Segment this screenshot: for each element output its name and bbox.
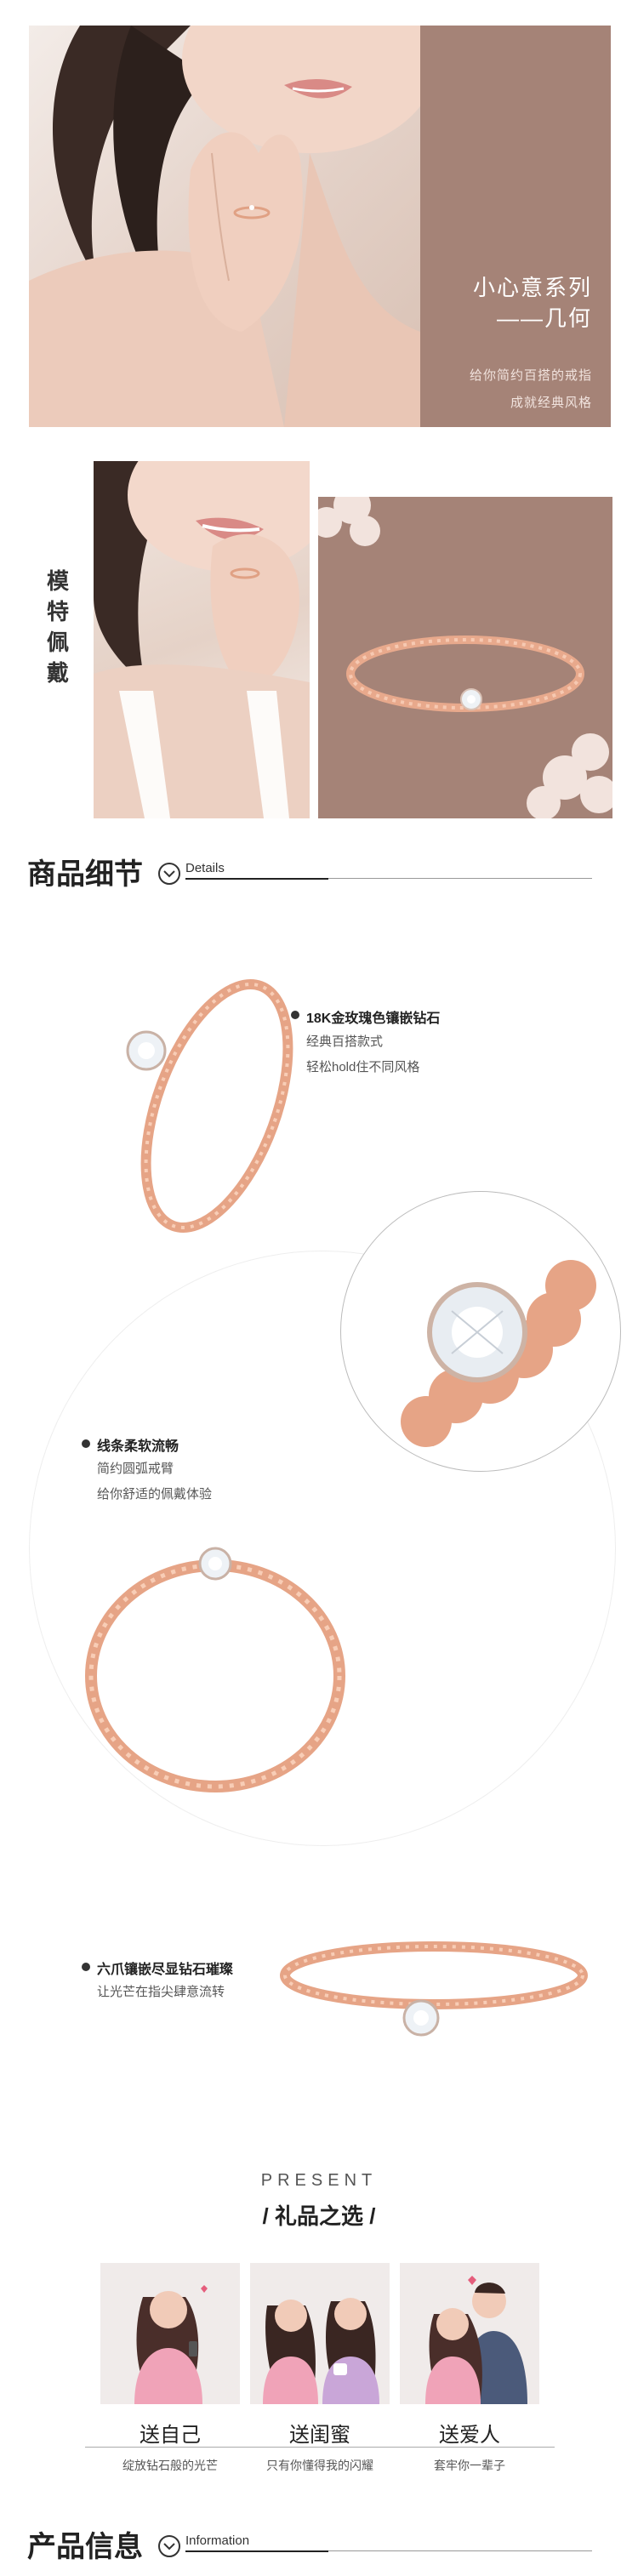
present-title: / 礼品之选 / — [262, 2203, 376, 2229]
ring-closeup-circle — [340, 1191, 621, 1472]
couple-hugging-illustration — [425, 2276, 527, 2404]
details-section-title: 商品细节 — [27, 858, 143, 891]
woman-with-phone-illustration — [134, 2285, 208, 2404]
gift-card-lover — [400, 2263, 539, 2404]
gift-card-self — [100, 2263, 240, 2404]
hero-model-photo — [29, 26, 420, 427]
heading-underline-thin — [328, 878, 592, 879]
gift-lover-desc: 套牢你一辈子 — [434, 2459, 505, 2472]
hero-subtitle-line1: 给你简约百搭的戒指 — [469, 368, 592, 383]
model-wear-label: 模 特 佩 戴 — [41, 566, 75, 688]
feature-bullet-dot — [291, 1011, 299, 1019]
gift-self-title: 送自己 — [140, 2424, 201, 2447]
model-label-char: 模 — [46, 568, 69, 594]
feature-1-desc-line2: 轻松hold住不同风格 — [306, 1060, 420, 1074]
two-friends-illustration — [263, 2298, 379, 2404]
ring-side-view-image — [272, 1924, 595, 2052]
feature-2-desc-line1: 简约圆弧戒臂 — [97, 1462, 174, 1476]
ring-front-view-image — [75, 1523, 356, 1804]
feature-bullet-dot — [82, 1439, 90, 1448]
hero-title-line2: ——几何 — [496, 305, 592, 331]
model-wear-photo — [94, 461, 310, 818]
chevron-down-icon — [158, 2535, 180, 2557]
model-label-char: 特 — [46, 599, 69, 624]
gift-self-desc: 绽放钻石般的光芒 — [122, 2459, 218, 2472]
feature-3-title: 六爪镶嵌尽显钻石璀璨 — [97, 1963, 234, 1977]
model-label-char: 戴 — [46, 660, 69, 686]
diamond-closeup-illustration — [401, 1260, 596, 1447]
feature-3-desc: 让光芒在指尖肆意流转 — [97, 1980, 225, 2005]
gift-divider-line — [85, 2447, 555, 2448]
heading-underline-thin — [328, 2550, 592, 2551]
model-label-char: 佩 — [46, 630, 69, 655]
feature-1-desc-line1: 经典百搭款式 — [306, 1034, 384, 1049]
gift-lover-title: 送爱人 — [439, 2424, 500, 2447]
feature-1-title: 18K金玫瑰色镶嵌钻石 — [306, 1012, 441, 1026]
model-wear-illustration — [94, 461, 310, 818]
chevron-down-icon — [158, 863, 180, 885]
decorative-circle-outline — [29, 1251, 616, 1846]
ring-product-illustration — [318, 497, 612, 818]
hero-model-illustration — [29, 26, 420, 427]
ring-angle-1-image — [102, 957, 298, 1246]
hero-title-line1: 小心意系列 — [472, 275, 592, 300]
hero-subtitle-line2: 成就经典风格 — [510, 396, 592, 410]
info-section-subtitle: Information — [185, 2533, 250, 2548]
gift-bestie-title: 送闺蜜 — [289, 2424, 350, 2447]
feature-bullet-dot — [82, 1963, 90, 1971]
hero-text-panel: 小心意系列 ——几何 给你简约百搭的戒指 成就经典风格 — [420, 26, 611, 427]
info-section-title: 产品信息 — [27, 2531, 143, 2563]
feature-2-desc-line2: 给你舒适的佩戴体验 — [97, 1487, 213, 1502]
feature-2-desc: 简约圆弧戒臂 给你舒适的佩戴体验 — [97, 1456, 212, 1507]
gift-card-bestie — [250, 2263, 390, 2404]
gift-bestie-desc: 只有你懂得我的闪耀 — [266, 2459, 373, 2472]
heading-underline-thick — [185, 878, 328, 880]
feature-2-title: 线条柔软流畅 — [97, 1439, 179, 1454]
feature-3-desc-line1: 让光芒在指尖肆意流转 — [97, 1985, 225, 1999]
ring-on-mauve-photo — [318, 497, 612, 818]
details-section-subtitle: Details — [185, 861, 225, 875]
heading-underline-thick — [185, 2550, 328, 2552]
feature-1-desc: 经典百搭款式 轻松hold住不同风格 — [306, 1029, 419, 1080]
present-eyebrow: PRESENT — [260, 2171, 378, 2190]
